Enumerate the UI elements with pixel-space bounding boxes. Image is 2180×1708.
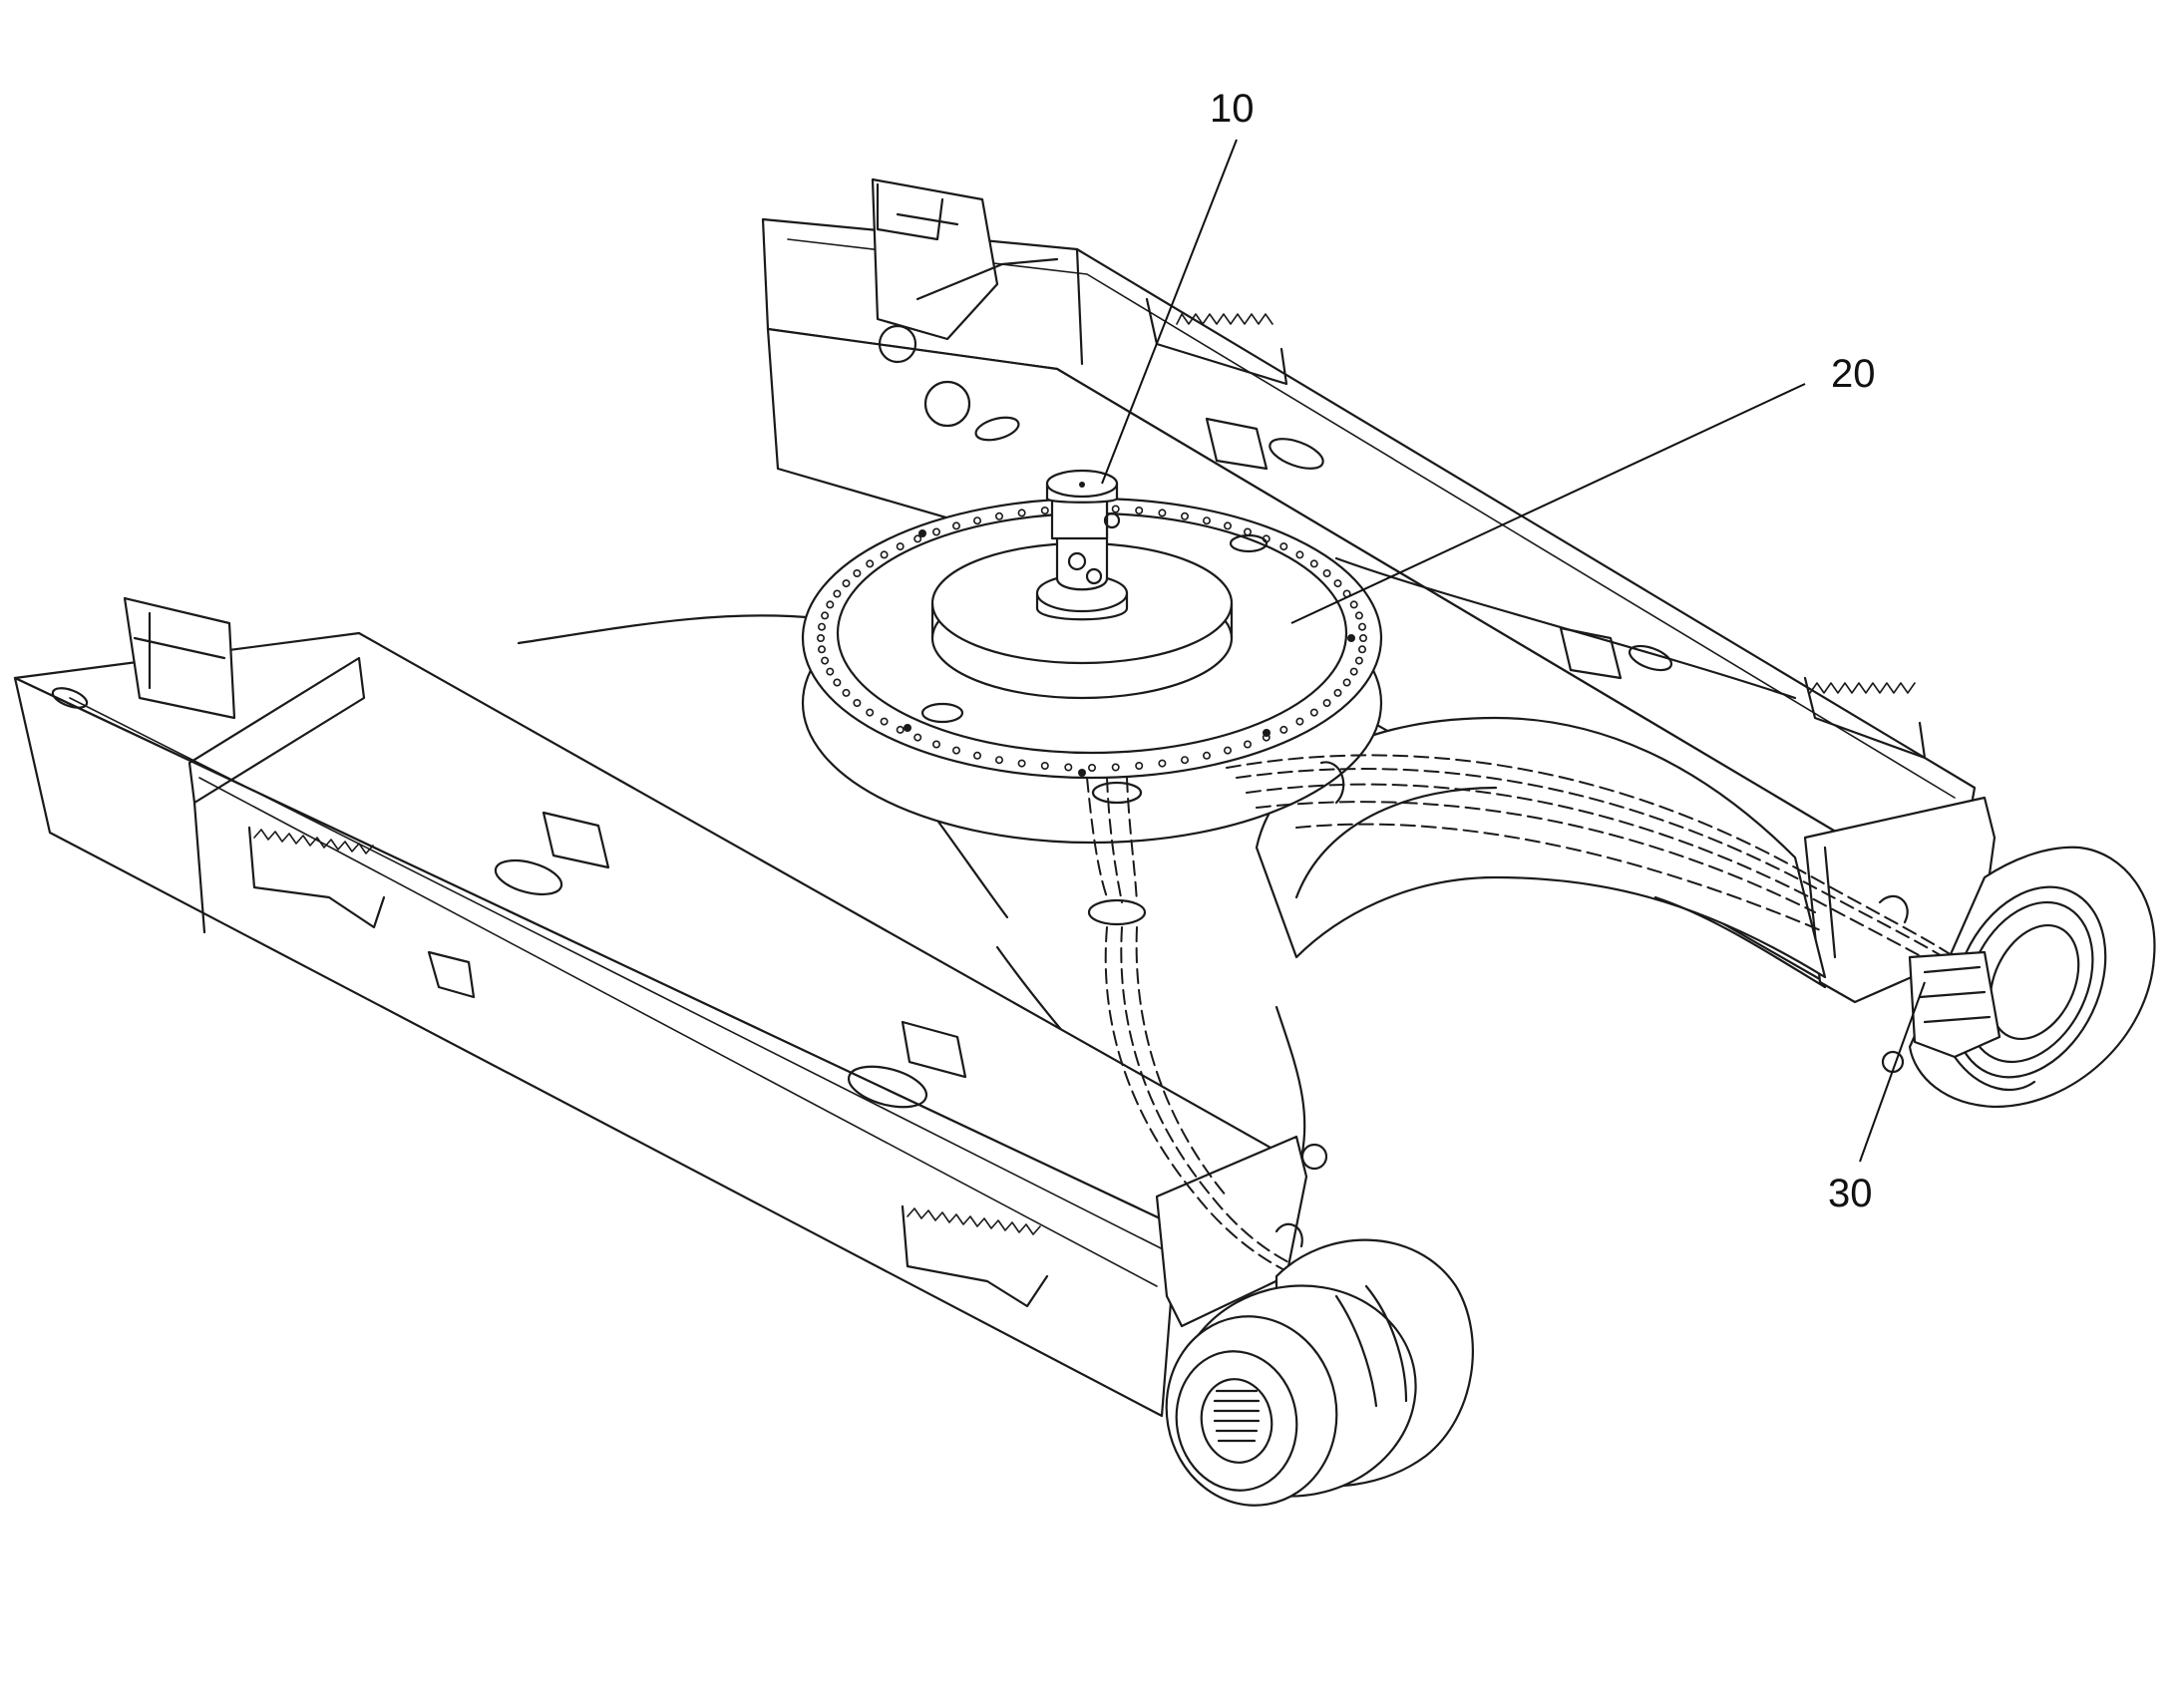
bolt-hole [896, 542, 905, 551]
bolt-hole [842, 688, 851, 697]
bearing-bolt-holes [816, 504, 1368, 772]
bolt-hole [1017, 509, 1026, 517]
bolt-hole [866, 708, 875, 717]
bolt-hole [972, 516, 981, 525]
bolt-hole [913, 733, 922, 742]
callout-labels: 10 20 30 [1210, 87, 1876, 1215]
bolt-hole [1309, 559, 1318, 568]
bolt-hole [817, 645, 826, 654]
bolt-hole [994, 756, 1003, 765]
bolt-hole [1088, 763, 1097, 772]
leader-20 [1290, 383, 1806, 624]
bolt-hole [1279, 542, 1288, 551]
bolt-hole [1181, 512, 1190, 520]
leader-lines [1101, 139, 1926, 1163]
bolt-hole [1309, 708, 1318, 717]
bolt-hole [1224, 521, 1233, 530]
bolt-hole [1111, 505, 1120, 513]
bolt-hole [972, 751, 981, 760]
hydraulic-hoses [1086, 754, 1966, 1277]
bolt-hole [913, 534, 922, 543]
bolt-hole [1333, 579, 1342, 588]
bolt-hole [1333, 688, 1342, 697]
bolt-hole [931, 740, 940, 749]
bolt-hole [1322, 568, 1331, 577]
bolt-hole [1244, 527, 1253, 536]
bolt-hole [1354, 611, 1363, 620]
bolt-hole [1064, 763, 1073, 772]
bolt-hole [1181, 756, 1190, 765]
bolt-hole [833, 589, 842, 598]
callout-30: 30 [1828, 1172, 1873, 1215]
bolt-hole [951, 746, 960, 755]
bolt-hole [1224, 746, 1233, 755]
bolt-hole [1040, 506, 1049, 514]
bolt-hole [1158, 759, 1167, 768]
bolt-hole [1295, 550, 1304, 559]
leader-30 [1859, 981, 1926, 1163]
travel-motor-rear [1908, 846, 2156, 1109]
bolt-hole [1349, 600, 1358, 609]
bolt-hole [826, 667, 835, 676]
bolt-hole [1358, 645, 1367, 654]
bolt-hole [1322, 698, 1331, 707]
bolt-hole [994, 512, 1003, 520]
bolt-hole [1359, 633, 1368, 642]
callout-20: 20 [1831, 352, 1876, 396]
bolt-hole [1358, 622, 1367, 631]
bolt-hole [817, 622, 826, 631]
bolt-hole [880, 717, 889, 726]
leader-10 [1101, 139, 1238, 485]
bolt-hole [1244, 740, 1253, 749]
bolt-hole [826, 600, 835, 609]
bolt-hole [1040, 761, 1049, 770]
bolt-hole [896, 725, 905, 734]
swivel-joint [1035, 469, 1129, 621]
bolt-hole [1203, 751, 1212, 760]
bolt-hole [1349, 667, 1358, 676]
bolt-hole [1111, 763, 1120, 772]
bolt-hole [1342, 678, 1351, 687]
bolt-hole [842, 579, 851, 588]
bolt-hole [853, 698, 862, 707]
bolt-hole [1354, 656, 1363, 665]
bolt-hole [880, 550, 889, 559]
bolt-hole [1158, 509, 1167, 517]
bolt-hole [816, 633, 825, 642]
front-track-frame [13, 596, 1328, 1418]
bolt-hole [1295, 717, 1304, 726]
bolt-hole [951, 521, 960, 530]
bolt-hole [931, 527, 940, 536]
bolt-hole [1279, 725, 1288, 734]
bolt-hole [821, 656, 830, 665]
bolt-hole [1203, 516, 1212, 525]
bolt-hole [866, 559, 875, 568]
bolt-hole [1135, 761, 1144, 770]
bolt-hole [821, 611, 830, 620]
bolt-hole [1017, 759, 1026, 768]
callout-10: 10 [1210, 87, 1255, 131]
bolt-hole [853, 568, 862, 577]
bolt-hole [1135, 506, 1144, 514]
travel-motor-front [1165, 1238, 1474, 1507]
bolt-hole [833, 678, 842, 687]
